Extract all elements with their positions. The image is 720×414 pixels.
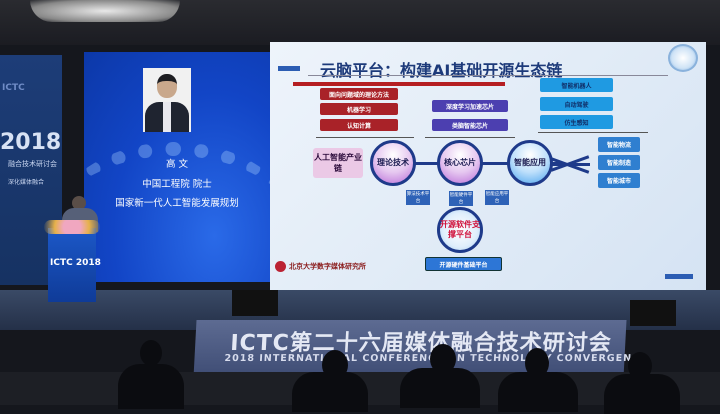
sub-platform: 智能应用平台 <box>485 190 509 205</box>
side-year: 2018 <box>0 130 62 155</box>
node-theory: 理论技术 <box>370 140 416 186</box>
logo-seal-icon <box>668 44 698 72</box>
chip-item: 深度学习加速芯片 <box>432 100 508 112</box>
chip-item: 类脑智能芯片 <box>432 119 508 131</box>
slide-title: 云脑平台：构建AI基础开源生态链 <box>320 61 563 80</box>
app-item: 自动驾驶 <box>540 97 613 111</box>
side-brand: ICTC <box>2 83 25 93</box>
sub-platform: 智能硬件平台 <box>449 191 473 206</box>
app-item: 仿生感知 <box>540 115 613 129</box>
app-right-item: 智能制造 <box>598 155 640 170</box>
side-line2: 深化媒体融合 <box>8 179 45 186</box>
theory-item: 面向问题域的理论方法 <box>320 88 398 100</box>
node-application: 智能应用 <box>507 140 553 186</box>
speaker-affiliation: 中国工程院 院士 <box>142 179 212 190</box>
industry-chain-label: 人工智能产业链 <box>313 148 363 178</box>
app-right-item: 智能城市 <box>598 173 640 188</box>
theory-item: 认知计算 <box>320 119 398 131</box>
chandelier <box>30 0 180 22</box>
institution-name: 北京大学数字媒体研究所 <box>289 262 366 271</box>
institution-logo: 北京大学数字媒体研究所 <box>275 261 366 272</box>
podium: ICTC 2018 <box>44 220 101 302</box>
speaker-name: 高 文 <box>165 159 189 170</box>
theory-item: 机器学习 <box>320 103 398 115</box>
conference-banner: ICTC第二十六届媒体融合技术研讨会 2018 INTERNATIONAL CO… <box>193 320 648 378</box>
stage-monitor <box>630 300 676 326</box>
node-chip: 核心芯片 <box>437 140 483 186</box>
speaker-portrait <box>143 68 191 132</box>
side-line1: 融合技术研讨会 <box>8 160 57 168</box>
speaker-role: 国家新一代人工智能发展规划 <box>115 198 239 209</box>
node-platform: 开源软件支撑平台 <box>437 207 483 253</box>
app-right-item: 智能物流 <box>598 137 640 152</box>
stage-monitor <box>232 290 278 316</box>
sub-platform: 算法技术平台 <box>406 190 430 205</box>
seal-icon <box>275 261 286 272</box>
app-item: 智能机器人 <box>540 78 613 92</box>
podium-label: ICTC 2018 <box>50 258 101 268</box>
presentation-slide: 云脑平台：构建AI基础开源生态链 面向问题域的理论方法 机器学习 认知计算 深度… <box>270 42 706 290</box>
bottom-platform: 开源硬件基础平台 <box>425 257 502 271</box>
